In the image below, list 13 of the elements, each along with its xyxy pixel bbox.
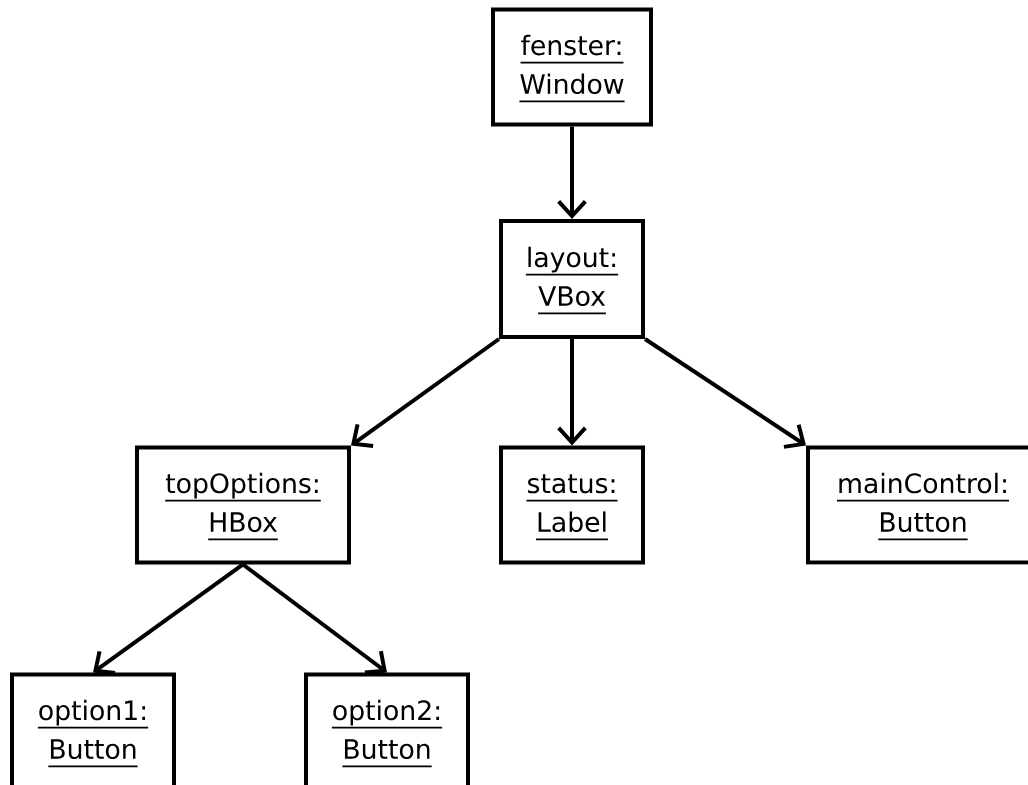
object-box: status: Label	[499, 445, 645, 565]
object-box: topOptions: HBox	[135, 445, 351, 565]
arrow	[557, 126, 587, 219]
arrow	[351, 337, 501, 448]
object-box: fenster: Window	[491, 7, 653, 127]
object-box: option2: Button	[304, 672, 470, 785]
arrow	[643, 337, 806, 449]
object-box: mainControl: Button	[806, 445, 1028, 565]
arrow	[557, 339, 587, 446]
arrow	[241, 562, 387, 675]
arrow	[93, 562, 245, 675]
object-box: layout: VBox	[499, 219, 645, 339]
object-box: option1: Button	[10, 672, 176, 785]
